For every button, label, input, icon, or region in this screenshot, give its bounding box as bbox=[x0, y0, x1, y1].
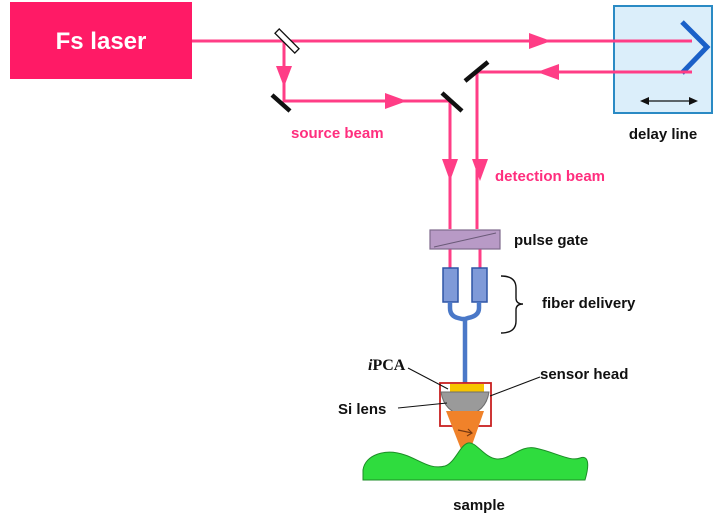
arrow-main-right bbox=[529, 33, 551, 49]
fiber-coupler-icon bbox=[442, 267, 459, 303]
cone-arrow-icon bbox=[457, 428, 473, 437]
fiber-coupler-icon bbox=[471, 267, 488, 303]
fiber-delivery-brace bbox=[500, 275, 524, 334]
detection-beam-label: detection beam bbox=[495, 168, 605, 185]
arrow-source-right bbox=[385, 93, 407, 109]
arrow-detection-down bbox=[472, 159, 488, 181]
ipca-leader-line bbox=[407, 367, 449, 390]
double-arrow-icon bbox=[640, 97, 698, 105]
sample-label: sample bbox=[453, 497, 505, 514]
mirror-icon bbox=[463, 60, 490, 83]
arrow-source-down bbox=[442, 159, 458, 181]
ipca-label: iPCA bbox=[368, 357, 406, 374]
sensor-head-label: sensor head bbox=[540, 366, 628, 383]
retroreflector-icon bbox=[680, 20, 711, 75]
si-lens-label: Si lens bbox=[338, 401, 386, 418]
emission-cone bbox=[446, 411, 484, 462]
beam-arrows bbox=[276, 33, 559, 181]
fiber-cable bbox=[447, 302, 482, 383]
arrow-down-splitter bbox=[276, 66, 292, 87]
source-beam-label: source beam bbox=[291, 125, 384, 142]
sensor-head-leader-line bbox=[489, 376, 541, 397]
mirror-icon bbox=[270, 93, 292, 113]
ipca-chip bbox=[450, 384, 484, 393]
laser-box bbox=[10, 2, 192, 79]
pulse-gate-label: pulse gate bbox=[514, 232, 588, 249]
delay-line-label: delay line bbox=[629, 126, 697, 143]
laser-label: Fs laser bbox=[56, 28, 147, 55]
fiber-delivery-label: fiber delivery bbox=[542, 295, 636, 312]
arrow-return-left bbox=[537, 64, 559, 80]
pulse-gate-diagonal bbox=[433, 232, 497, 248]
mirror-icon bbox=[440, 91, 464, 113]
beam-splitter-icon bbox=[274, 28, 300, 54]
sample-surface bbox=[362, 442, 589, 481]
si-lens-leader-line bbox=[397, 402, 448, 409]
